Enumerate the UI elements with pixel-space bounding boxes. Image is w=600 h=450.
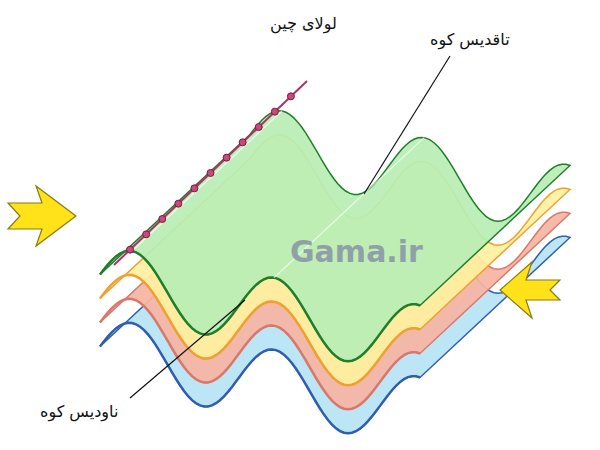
part-label: تاقدیس کوه — [430, 30, 510, 49]
annotations — [8, 56, 560, 398]
hinge-dot — [159, 216, 166, 223]
watermark: Gama.ir — [290, 234, 423, 270]
part-label: لولای چین — [270, 14, 337, 33]
rock-layer — [100, 111, 570, 361]
crest-line — [132, 111, 282, 251]
hinge-line — [114, 81, 307, 265]
part-label: ناودیس کوه — [40, 402, 118, 421]
hinge-dot — [175, 200, 182, 207]
crest-line — [274, 138, 424, 278]
leader-line — [130, 300, 245, 398]
hinge-dot — [127, 246, 134, 253]
compression-arrow — [8, 186, 76, 246]
leader-line — [364, 56, 450, 194]
hinge-dot — [239, 139, 246, 146]
rock-layers — [100, 111, 570, 433]
compression-arrow — [500, 262, 560, 318]
hinge-dot — [143, 231, 150, 238]
hinge-dot — [223, 154, 230, 161]
hinge-dot — [271, 108, 278, 115]
hinge-dot — [255, 124, 262, 131]
hinge-dot — [287, 93, 294, 100]
hinge-dot — [207, 170, 214, 177]
hinge-dot — [191, 185, 198, 192]
